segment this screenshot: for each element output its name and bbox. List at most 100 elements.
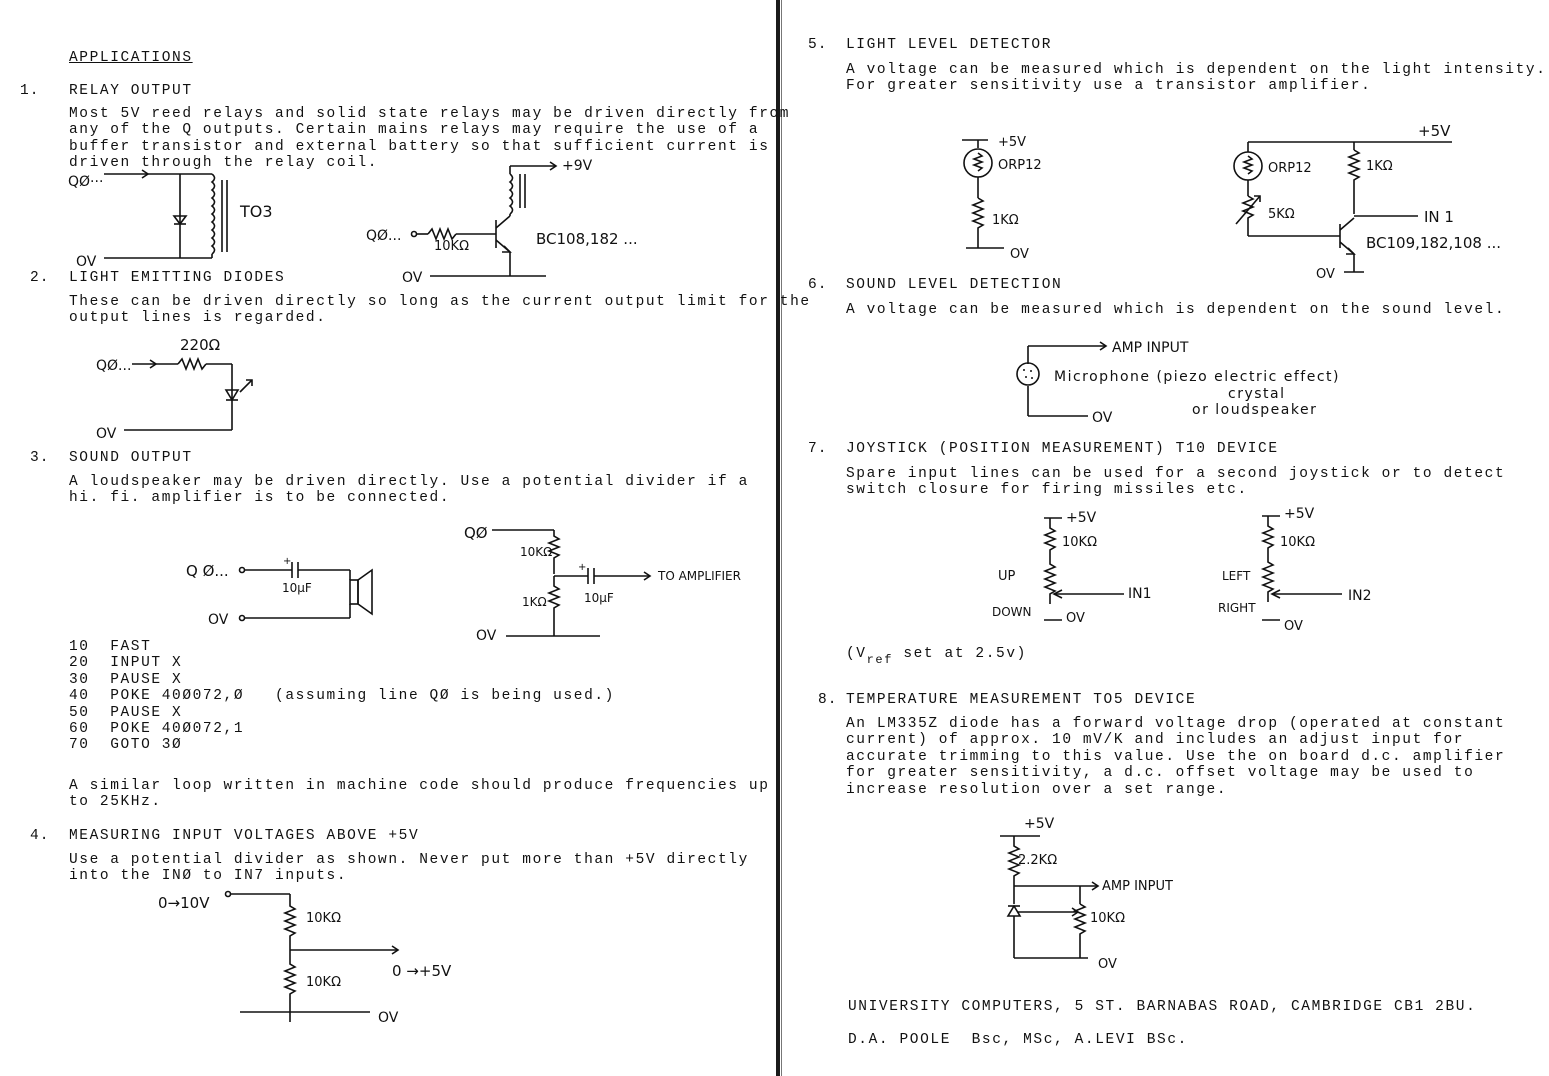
section-5-number: 5. [808, 37, 828, 53]
section-6-body: A voltage can be measured which is depen… [846, 302, 1505, 318]
ld-simple-5v-label: +5V [998, 135, 1026, 150]
speaker-0v-label: OV [208, 612, 229, 628]
vref-rest: set at 2.5v) [893, 646, 1027, 662]
vref-prefix: (V [846, 646, 867, 662]
s8-line-4: for greater sensitivity, a d.c. offset v… [846, 765, 1475, 782]
section-4-title: MEASURING INPUT VOLTAGES ABOVE +5V [69, 828, 420, 844]
divider-input-label: 0→10V [158, 894, 210, 912]
section-2-body: These can be driven directly so long as … [69, 294, 811, 327]
s3-note-line-1: A similar loop written in machine code s… [69, 778, 770, 794]
speaker-q0-label: Q Ø... [186, 562, 229, 580]
ld-amp-0v-label: OV [1316, 267, 1335, 282]
section-2-number: 2. [30, 270, 50, 286]
relay-q0-label: QØ··· [68, 174, 103, 190]
section-5-body: A voltage can be measured which is depen… [846, 62, 1547, 95]
section-2-title: LIGHT EMITTING DIODES [69, 270, 286, 286]
amp-0v-label: OV [476, 628, 497, 644]
joy-b-in2-label: IN2 [1348, 588, 1372, 604]
joy-a-10k-label: 10KΩ [1062, 535, 1097, 550]
section-7-body: Spare input lines can be used for a seco… [846, 466, 1505, 499]
relay-0v-label: OV [76, 254, 97, 270]
ld-simple-orp-label: ORP12 [998, 158, 1042, 173]
s4-line-1: Use a potential divider as shown. Never … [69, 852, 749, 868]
s7-line-2: switch closure for firing missiles etc. [846, 482, 1248, 499]
speaker-10uf-label: 10μF [282, 581, 312, 595]
ld-amp-5k-label: 5KΩ [1268, 207, 1295, 222]
company-address: UNIVERSITY COMPUTERS, 5 ST. BARNABAS ROA… [848, 999, 1477, 1015]
s3-line-1: A loudspeaker may be driven directly. Us… [69, 474, 749, 490]
amp-10k-label: 10KΩ [520, 545, 552, 559]
ld-amp-bc-label: BC109,182,108 ... [1366, 234, 1501, 252]
transistor-q0-label: QØ... [366, 228, 401, 244]
section-6-title: SOUND LEVEL DETECTION [846, 277, 1063, 293]
relay-transistor-diagram: QØ... 10KΩ +9V BC108,182 ... OV [366, 158, 638, 286]
code-line-30: 30 PAUSE X [69, 671, 183, 688]
transistor-bc-label: BC108,182 ... [536, 230, 638, 248]
ld-amp-in1-label: IN 1 [1424, 208, 1454, 226]
s3-line-2: hi. fi. amplifier is to be connected. [69, 490, 451, 507]
page-fold [776, 0, 780, 1076]
transistor-9v-label: +9V [562, 158, 593, 174]
joy-a-5v-label: +5V [1066, 510, 1097, 526]
s8-line-1: An LM335Z diode has a forward voltage dr… [846, 716, 1506, 732]
joy-a-0v-label: OV [1066, 611, 1085, 626]
s2-line-1: These can be driven directly so long as … [69, 294, 811, 310]
temperature-diagram: +5V 2.2KΩ AMP INPUT 10KΩ OV [1000, 816, 1173, 972]
basic-program-listing: 10 FAST 20 INPUT X 30 PAUSE X 40 POKE 40… [69, 639, 615, 754]
led-0v-label: OV [96, 426, 117, 442]
temp-5v-label: +5V [1024, 816, 1055, 832]
section-8-title: TEMPERATURE MEASUREMENT TO5 DEVICE [846, 692, 1197, 708]
section-8-number: 8. [818, 692, 838, 708]
section-3-body: A loudspeaker may be driven directly. Us… [69, 474, 749, 507]
section-3-note: A similar loop written in machine code s… [69, 778, 770, 811]
section-3-title: SOUND OUTPUT [69, 450, 193, 466]
s8-line-3: accurate trimming to this value. Use the… [846, 748, 1506, 765]
code-line-40: 40 POKE 40Ø072,Ø (assuming line QØ is be… [69, 688, 615, 705]
ld-simple-1k-label: 1KΩ [992, 213, 1019, 228]
amp-q0-label: QØ [464, 524, 488, 542]
temp-0v-label: OV [1098, 957, 1117, 972]
section-7-number: 7. [808, 441, 828, 457]
divider-10k-bottom-label: 10KΩ [306, 975, 341, 990]
led-diagram: 220Ω QØ... OV [96, 336, 253, 442]
ld-simple-0v-label: OV [1010, 247, 1029, 262]
transistor-0v-label: OV [402, 270, 423, 286]
section-5-title: LIGHT LEVEL DETECTOR [846, 37, 1053, 53]
joystick-updown-diagram: +5V 10KΩ UP DOWN IN1 OV [992, 510, 1152, 626]
section-7-title: JOYSTICK (POSITION MEASUREMENT) T10 DEVI… [846, 441, 1279, 457]
s1-line-3: buffer transistor and external battery s… [69, 138, 770, 155]
section-1-title: RELAY OUTPUT [69, 83, 193, 99]
joy-b-0v-label: OV [1284, 619, 1303, 634]
divider-0v-label: OV [378, 1010, 399, 1026]
code-line-20: 20 INPUT X [69, 655, 183, 672]
section-4-body: Use a potential divider as shown. Never … [69, 852, 749, 885]
vref-note: (Vref set at 2.5v) [846, 646, 1027, 667]
amp-to-amplifier-label: TO AMPLIFIER [657, 569, 741, 583]
mic-0v-label: OV [1092, 410, 1113, 426]
section-3-number: 3. [30, 450, 50, 466]
mic-caption: Microphone (piezo electric effect) [1054, 369, 1340, 385]
s5-line-1: A voltage can be measured which is depen… [846, 62, 1547, 78]
section-1-number: 1. [20, 83, 40, 99]
code-line-70: 70 GOTO 3Ø [69, 737, 183, 754]
joy-a-up-label: UP [998, 569, 1016, 584]
temp-amp-label: AMP INPUT [1102, 879, 1173, 894]
led-220-label: 220Ω [180, 336, 220, 354]
ld-amp-5v-label: +5V [1418, 122, 1451, 140]
right-page: 5. LIGHT LEVEL DETECTOR A voltage can be… [782, 0, 1549, 1076]
section-4-number: 4. [30, 828, 50, 844]
page-fold-shadow [781, 0, 782, 1076]
s8-line-5: increase resolution over a set range. [846, 781, 1228, 798]
divider-output-label: 0 →+5V [392, 962, 452, 980]
s2-line-2: output lines is regarded. [69, 310, 327, 327]
joy-b-5v-label: +5V [1284, 506, 1315, 522]
speaker-diagram: Q Ø... + 10μF OV [186, 556, 373, 628]
mic-loudspeaker: or loudspeaker [1192, 402, 1317, 418]
temp-10k-label: 10KΩ [1090, 911, 1125, 926]
applications-heading: APPLICATIONS [69, 50, 193, 66]
joy-b-left-label: LEFT [1222, 569, 1251, 583]
code-line-50: 50 PAUSE X [69, 704, 183, 721]
joystick-leftright-diagram: +5V 10KΩ LEFT RIGHT IN2 OV [1218, 506, 1372, 634]
input-divider-diagram: 0→10V 10KΩ 0 →+5V 10KΩ OV [158, 890, 452, 1026]
mic-amp-label: AMP INPUT [1112, 340, 1189, 356]
